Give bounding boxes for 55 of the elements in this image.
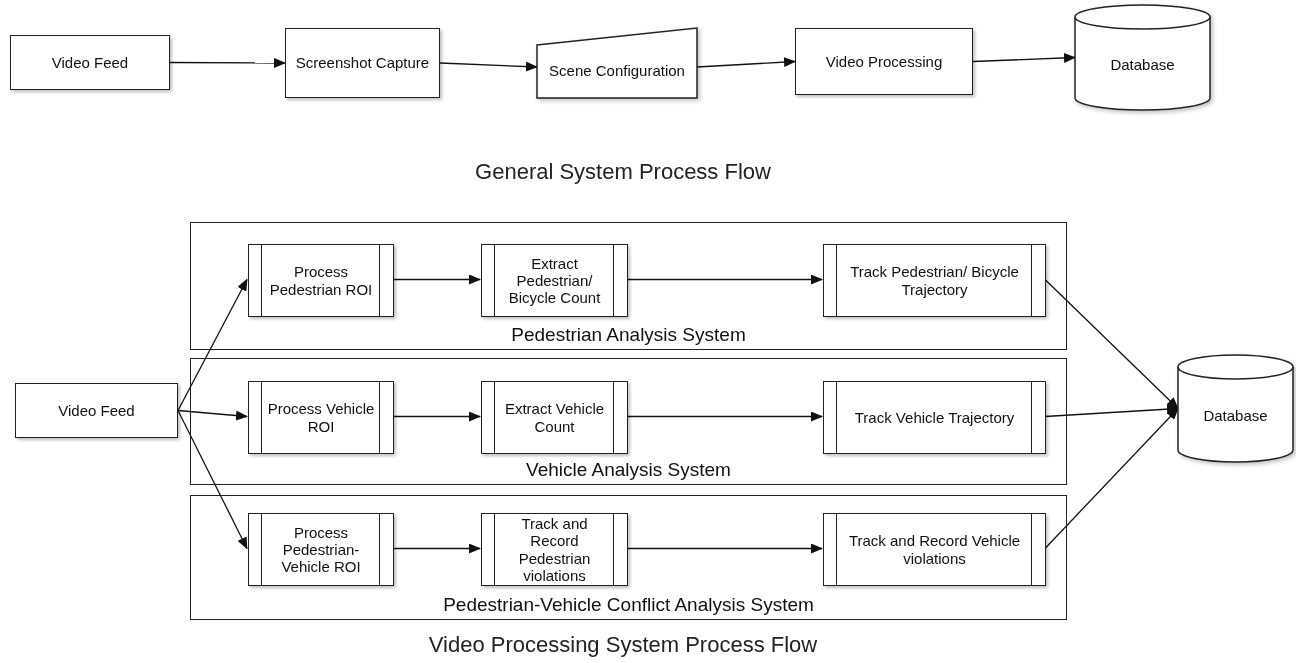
diagram-caption: Video Processing System Process Flow [428, 632, 818, 658]
node-label: Track Pedestrian/ Bicycle Trajectory [849, 263, 1020, 298]
node-label: Track and Record Pedestrian violations [517, 515, 592, 584]
node-label: Process Pedestrian ROI [268, 263, 374, 298]
arrow [392, 543, 481, 554]
arrow [169, 57, 286, 68]
node-label: Video Feed [51, 53, 129, 72]
node-label: Video Feed [58, 401, 135, 420]
node-label: Extract Pedestrian/ Bicycle Count [507, 254, 602, 307]
node-label: Screenshot Capture [295, 54, 430, 72]
panel-title: Pedestrian Analysis System [511, 324, 746, 346]
node-label: Track and Record Vehicle violations [847, 532, 1022, 567]
node-label: Database [1110, 55, 1175, 74]
database-cylinder [1075, 5, 1210, 110]
system-panel [190, 495, 1067, 620]
predefined-process-box [823, 381, 1046, 454]
node-label: Extract Vehicle Count [503, 400, 606, 435]
node-label: Process Vehicle ROI [266, 400, 376, 435]
predefined-process-box [248, 244, 394, 317]
node-label: Scene Configuration [549, 62, 685, 80]
panel-title: Pedestrian-Vehicle Conflict Analysis System [443, 594, 814, 616]
predefined-process-box [481, 244, 628, 317]
predefined-process-box [248, 381, 394, 454]
process-box [795, 28, 973, 95]
predefined-process-box [481, 381, 628, 454]
arrow [392, 274, 481, 285]
arrow [626, 411, 823, 422]
node-label: Video Processing [825, 52, 943, 71]
arrow [177, 278, 248, 412]
system-panel [190, 222, 1067, 350]
manual-input-shape [537, 28, 697, 98]
node-label: Track Vehicle Trajectory [854, 408, 1015, 427]
diagram-caption: General System Process Flow [475, 159, 771, 185]
arrow [177, 409, 248, 550]
process-box [10, 35, 170, 90]
predefined-process-box [481, 513, 628, 586]
node-label: Database [1203, 406, 1268, 425]
node-label: Process Pedestrian- Vehicle ROI [280, 523, 362, 576]
arrow [1044, 278, 1179, 410]
arrow [392, 411, 481, 422]
arrow [972, 52, 1076, 63]
arrow [439, 61, 538, 72]
system-panel [190, 358, 1067, 485]
predefined-process-box [823, 513, 1046, 586]
process-box [15, 383, 178, 438]
predefined-process-box [248, 513, 394, 586]
arrow [177, 409, 248, 421]
arrow [1044, 404, 1179, 418]
database-cylinder [1178, 355, 1293, 462]
arrow [626, 274, 823, 285]
panel-title: Vehicle Analysis System [526, 459, 731, 481]
arrow [626, 543, 823, 554]
arrow [1044, 407, 1179, 550]
predefined-process-box [823, 244, 1046, 317]
process-box [285, 28, 440, 98]
